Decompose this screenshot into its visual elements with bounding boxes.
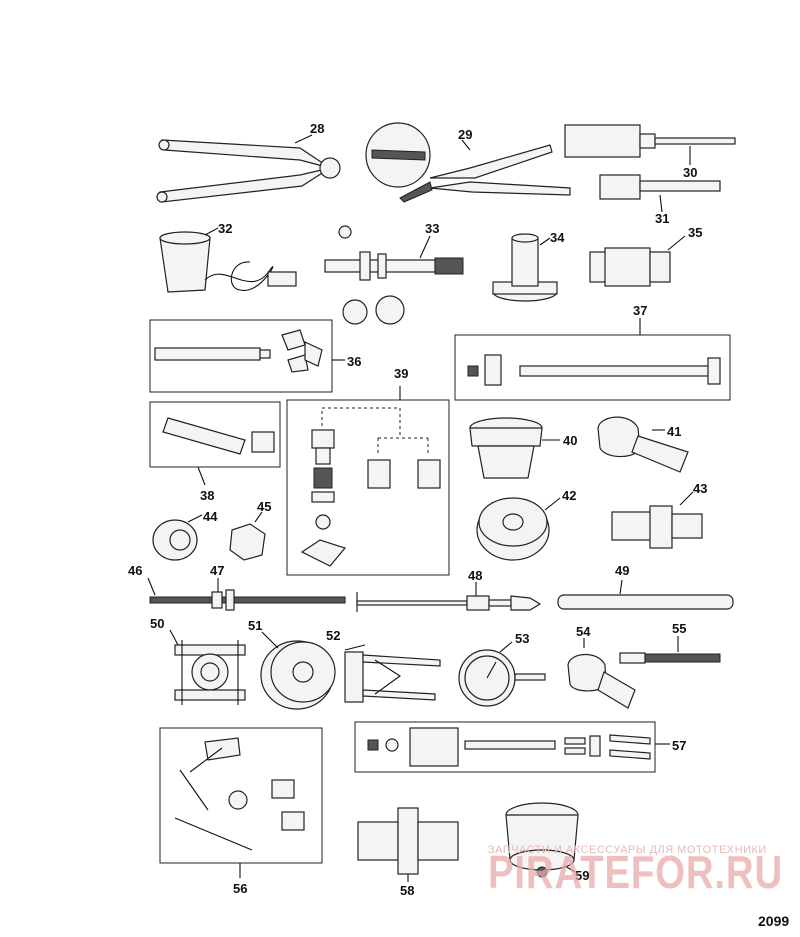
callout-57: 57 xyxy=(672,738,686,753)
callout-37: 37 xyxy=(633,303,647,318)
callout-49: 49 xyxy=(615,563,629,578)
part-28-spanner-wrench xyxy=(156,134,341,203)
part-55-bolt xyxy=(619,636,721,664)
part-57-kit xyxy=(354,721,670,773)
part-35-sleeve xyxy=(589,235,686,287)
callout-38: 38 xyxy=(200,488,214,503)
callout-48: 48 xyxy=(468,568,482,583)
part-51-puller-disc xyxy=(260,631,336,710)
callout-52: 52 xyxy=(326,628,340,643)
part-59-cup xyxy=(505,802,579,878)
part-39-installer-kit xyxy=(286,386,450,576)
part-37-puller-bolt xyxy=(454,318,731,401)
part-34-installer xyxy=(492,233,558,302)
part-38-sleeve-kit xyxy=(149,401,281,486)
callout-55: 55 xyxy=(672,621,686,636)
part-49-bar xyxy=(557,579,734,610)
figure-number: 2099 xyxy=(758,913,789,929)
callout-56: 56 xyxy=(233,881,247,896)
part-58-coupler xyxy=(357,807,459,882)
callout-53: 53 xyxy=(515,631,529,646)
part-56-kit xyxy=(159,727,323,878)
part-44-bushing xyxy=(152,514,203,561)
part-42-disc xyxy=(476,497,561,561)
callout-54: 54 xyxy=(576,624,591,639)
part-52-puller xyxy=(344,644,441,703)
callout-42: 42 xyxy=(562,488,576,503)
callout-28: 28 xyxy=(310,121,324,136)
callout-51: 51 xyxy=(248,618,262,633)
part-46-47-threaded-rod xyxy=(147,577,346,611)
part-31-driver xyxy=(599,174,721,213)
part-43-sleeve xyxy=(611,491,703,549)
part-50-bearing-separator xyxy=(169,629,246,705)
callout-32: 32 xyxy=(218,221,232,236)
part-36-kit xyxy=(149,319,345,393)
part-41-clamp xyxy=(597,416,689,473)
watermark-caption: ЗАПЧАСТИ И АКСЕССУАРЫ ДЛЯ МОТОТЕХНИКИ xyxy=(488,844,767,856)
callout-33: 33 xyxy=(425,221,439,236)
part-32-heater xyxy=(159,227,297,293)
part-45-nut xyxy=(229,511,266,561)
part-48-t-handle-tool xyxy=(356,582,542,612)
part-29-snap-ring-pliers xyxy=(365,122,571,203)
callout-41: 41 xyxy=(667,424,681,439)
callout-59: 59 xyxy=(575,868,589,883)
callout-44: 44 xyxy=(203,509,218,524)
callout-47: 47 xyxy=(210,563,224,578)
callout-46: 46 xyxy=(128,563,142,578)
callout-30: 30 xyxy=(683,165,697,180)
part-40-cap xyxy=(469,417,560,479)
callout-40: 40 xyxy=(563,433,577,448)
part-30-driver xyxy=(564,124,736,165)
callout-58: 58 xyxy=(400,883,414,898)
callout-50: 50 xyxy=(150,616,164,631)
callout-34: 34 xyxy=(550,230,565,245)
callout-39: 39 xyxy=(394,366,408,381)
watermark-brand: PIRATEFOR.RU xyxy=(488,846,783,898)
part-33-shaft-tool xyxy=(324,225,464,325)
callout-43: 43 xyxy=(693,481,707,496)
callout-35: 35 xyxy=(688,225,702,240)
callout-31: 31 xyxy=(655,211,669,226)
callout-29: 29 xyxy=(458,127,472,142)
callout-45: 45 xyxy=(257,499,271,514)
part-53-dial-indicator xyxy=(458,641,546,707)
callout-36: 36 xyxy=(347,354,361,369)
part-54-clamp xyxy=(567,638,636,709)
